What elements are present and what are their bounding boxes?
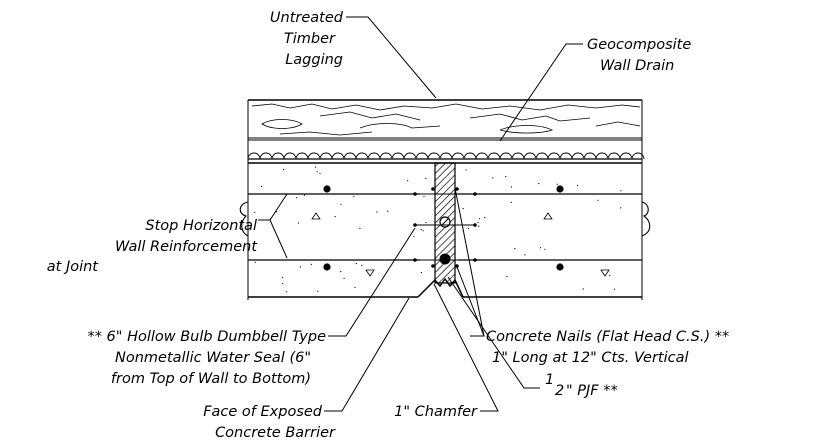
label-face-1: Face of Exposed (203, 404, 323, 420)
label-stop-3: at Joint (47, 259, 100, 275)
annotation-labels: Untreated Timber Lagging Geocomposite Wa… (47, 10, 730, 441)
label-timber-3: Lagging (285, 52, 343, 68)
label-stop-2: Wall Reinforcement (115, 239, 258, 255)
label-nails-1: Concrete Nails (Flat Head C.S.) ** (486, 329, 729, 345)
leaders (258, 16, 583, 412)
timber-lagging (248, 99, 642, 139)
label-drain-2: Wall Drain (600, 58, 674, 74)
label-seal-2: Nonmetallic Water Seal (6" (115, 350, 311, 366)
label-pjf-den: 2 (555, 383, 564, 399)
label-timber-2: Timber (284, 31, 336, 47)
label-pjf-rest: " PJF ** (566, 383, 618, 399)
label-seal-3: from Top of Wall to Bottom) (111, 371, 311, 387)
label-stop-1: Stop Horizontal (145, 218, 257, 234)
label-chamfer: 1" Chamfer (394, 404, 478, 420)
label-drain-1: Geocomposite (587, 37, 691, 53)
expansion-joint (413, 162, 477, 298)
label-timber-1: Untreated (270, 10, 344, 26)
label-pjf-num: 1 (545, 372, 554, 388)
geocomposite-drain (247, 139, 645, 160)
label-face-2: Concrete Barrier (215, 425, 336, 441)
label-seal-1: ** 6" Hollow Bulb Dumbbell Type (87, 329, 326, 345)
label-nails-2: 1" Long at 12" Cts. Vertical (492, 350, 689, 366)
